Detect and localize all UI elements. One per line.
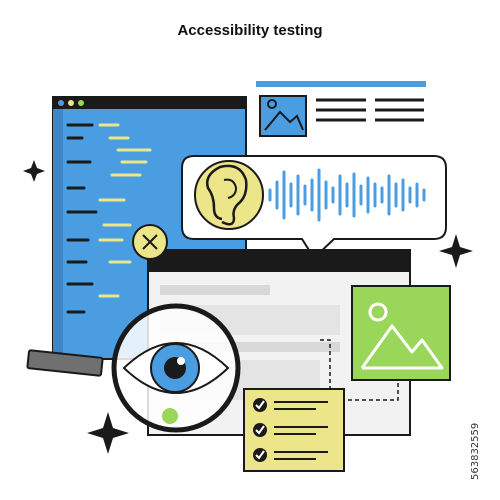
image-icon xyxy=(351,285,451,381)
star-icon xyxy=(23,160,45,182)
checkmark-icon xyxy=(253,398,267,412)
magnifier-icon xyxy=(26,303,241,433)
sound-wave-icon xyxy=(268,168,426,222)
eye-icon xyxy=(122,342,230,394)
ear-icon xyxy=(194,160,264,230)
document-card xyxy=(256,81,426,137)
image-icon xyxy=(259,95,307,137)
star-icon xyxy=(87,412,129,454)
audio-speech-bubble xyxy=(181,155,447,260)
checkmark-icon xyxy=(253,423,267,437)
checkmark-icon xyxy=(253,448,267,462)
page-title: Accessibility testing xyxy=(177,22,323,39)
code-lines xyxy=(66,123,152,314)
text-lines xyxy=(316,98,424,122)
star-icon xyxy=(439,234,473,268)
close-icon xyxy=(132,224,168,260)
stock-id-label: 563832559 xyxy=(470,422,481,480)
checklist-card xyxy=(243,388,345,472)
